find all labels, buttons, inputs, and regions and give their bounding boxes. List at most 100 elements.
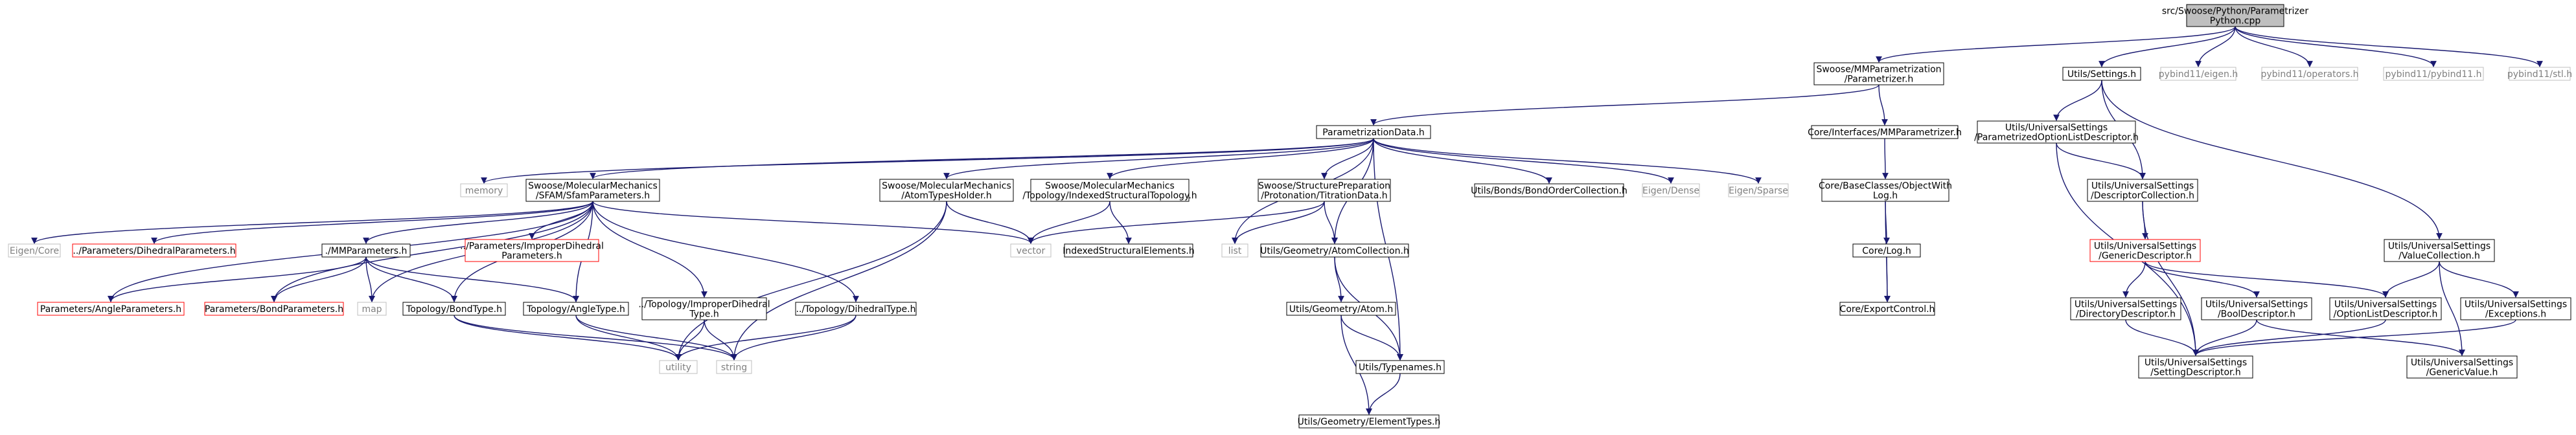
node-atomcoll[interactable]: Utils/Geometry/AtomCollection.h <box>1260 243 1409 258</box>
node-box <box>1642 183 1700 197</box>
node-box <box>2089 239 2201 262</box>
node-box <box>1821 179 1949 202</box>
node-box <box>2406 355 2518 379</box>
node-ifacemm[interactable]: Core/Interfaces/MMParametrizer.h <box>1808 125 1962 139</box>
node-label: Utils/Geometry/ElementTypes.h <box>1298 417 1441 427</box>
node-box <box>1977 120 2136 144</box>
node-label: Topology/BondType.h <box>406 304 502 315</box>
node-box <box>1010 243 1052 258</box>
edge-desccoll-to-settingdesc <box>2142 201 2199 356</box>
node-dirdesc[interactable]: Utils/UniversalSettings/DirectoryDescrip… <box>2070 297 2181 320</box>
node-box <box>37 302 185 316</box>
node-label: ../Topology/ImproperDihedral <box>638 300 770 310</box>
node-box <box>879 179 1014 202</box>
node-angletype[interactable]: Topology/AngleType.h <box>523 302 629 316</box>
node-label: Parameters.h <box>501 251 562 262</box>
edge-sfam-to-eigencore <box>31 201 593 244</box>
node-atomh[interactable]: Utils/Geometry/Atom.h <box>1286 302 1396 316</box>
node-box <box>460 183 508 197</box>
node-list: list <box>1221 243 1248 258</box>
node-pdata[interactable]: ParametrizationData.h <box>1316 125 1431 139</box>
node-box <box>2509 67 2571 81</box>
node-optlistdesc[interactable]: Utils/UniversalSettings/OptionListDescri… <box>2329 297 2442 320</box>
edge-bondtype-to-utility <box>454 315 682 361</box>
node-mmparams[interactable]: ./MMParameters.h <box>321 243 411 258</box>
node-settings[interactable]: Utils/Settings.h <box>2062 67 2141 81</box>
node-dihedraltype[interactable]: ../Topology/DihedralType.h <box>795 302 917 316</box>
edge-pdata-to-bondorder <box>1373 138 1552 184</box>
edge-titration-to-list <box>1232 201 1325 244</box>
node-atypes[interactable]: Swoose/MolecularMechanics/AtomTypesHolde… <box>879 179 1014 202</box>
edge-atomh-to-elemtypes <box>1340 315 1372 415</box>
edge-indexed-to-indexedelems <box>1109 201 1132 244</box>
node-label: Core/BaseClasses/ObjectWith <box>1819 181 1952 192</box>
node-typenames[interactable]: Utils/Typenames.h <box>1355 360 1445 374</box>
node-label: Eigen/Core <box>10 246 59 256</box>
node-indexedelems[interactable]: IndexedStructuralElements.h <box>1063 243 1195 258</box>
node-angleparams[interactable]: Parameters/AngleParameters.h <box>37 302 185 316</box>
edge-angletype-to-utility <box>575 315 682 361</box>
node-valcoll[interactable]: Utils/UniversalSettings/ValueCollection.… <box>2384 239 2495 262</box>
node-label: Utils/UniversalSettings <box>2411 358 2513 368</box>
node-label: Utils/UniversalSettings <box>2388 241 2490 252</box>
node-booldesc[interactable]: Utils/UniversalSettings/BoolDescriptor.h <box>2201 297 2312 320</box>
node-box <box>525 179 660 202</box>
edge-exceptions-to-settingdesc <box>2192 319 2516 356</box>
edge-mmparam-to-ifacemm <box>1878 84 1888 126</box>
edge-sfam-to-dihedraltype <box>592 201 859 302</box>
node-sfam[interactable]: Swoose/MolecularMechanics/SFAM/SfamParam… <box>525 179 660 202</box>
node-label: Parameters/AngleParameters.h <box>40 304 181 315</box>
edge-sfam-to-improperdtype <box>592 201 707 298</box>
node-dihedralparams[interactable]: ../Parameters/DihedralParameters.h <box>72 243 236 258</box>
node-exceptions[interactable]: Utils/UniversalSettings/Exceptions.h <box>2460 297 2571 320</box>
edge-root-to-pyops <box>2235 26 2313 67</box>
node-box <box>2384 239 2495 262</box>
node-memory: memory <box>460 183 508 197</box>
edge-mmparams-to-map <box>365 256 375 302</box>
node-label: ./MMParameters.h <box>325 246 408 256</box>
node-indexed[interactable]: Swoose/MolecularMechanics/Topology/Index… <box>1022 179 1197 202</box>
node-settingdesc[interactable]: Utils/UniversalSettings/SettingDescripto… <box>2138 355 2253 379</box>
node-label: Utils/UniversalSettings <box>2465 300 2567 310</box>
node-bondparams[interactable]: Parameters/BondParameters.h <box>204 302 344 316</box>
node-box <box>1221 243 1248 258</box>
node-pyeigen: pybind11/eigen.h <box>2159 67 2238 81</box>
node-box <box>204 302 344 316</box>
node-poldesc[interactable]: Utils/UniversalSettings/ParametrizedOpti… <box>1974 120 2139 144</box>
node-label: Python.cpp <box>2210 16 2261 27</box>
edge-atypes-to-string <box>731 201 947 361</box>
node-corelog[interactable]: Core/Log.h <box>1852 243 1921 258</box>
node-box <box>1286 302 1396 316</box>
node-box <box>2460 297 2571 320</box>
edge-sfam-to-dihedralparams <box>151 201 593 244</box>
node-bondorder[interactable]: Utils/Bonds/BondOrderCollection.h <box>1471 183 1627 197</box>
node-label: /DirectoryDescriptor.h <box>2076 309 2176 320</box>
edge-dihedraltype-to-string <box>731 315 857 361</box>
node-exportctl[interactable]: Core/ExportControl.h <box>1839 302 1935 316</box>
node-box <box>1258 179 1391 202</box>
node-gendesc[interactable]: Utils/UniversalSettings/GenericDescripto… <box>2089 239 2201 262</box>
edge-mmparams-to-bondtype <box>365 256 457 302</box>
edge-mmparams-to-angleparams <box>108 256 367 302</box>
node-bondtype[interactable]: Topology/BondType.h <box>402 302 506 316</box>
node-box <box>465 239 599 262</box>
node-desccoll[interactable]: Utils/UniversalSettings/DescriptorCollec… <box>2087 179 2198 202</box>
edge-atypes-to-vector <box>946 201 1034 244</box>
node-titration[interactable]: Swoose/StructurePreparation/Protonation/… <box>1258 179 1391 202</box>
edge-pdata-to-atypes <box>943 138 1374 179</box>
node-label: Utils/Settings.h <box>2067 69 2136 80</box>
node-label: Utils/UniversalSettings <box>2205 300 2308 310</box>
edge-settings-to-valcoll <box>2101 80 2443 240</box>
node-improperparams[interactable]: ../Parameters/ImproperDihedralParameters… <box>460 239 604 262</box>
edge-root-to-pyeigen <box>2195 26 2236 67</box>
edge-root-to-pybind <box>2235 26 2437 67</box>
node-box <box>357 302 387 316</box>
node-elemtypes[interactable]: Utils/Geometry/ElementTypes.h <box>1298 414 1441 429</box>
node-label: ParametrizationData.h <box>1322 128 1425 138</box>
node-label: string <box>721 362 747 373</box>
node-mmparam[interactable]: Swoose/MMParametrization/Parametrizer.h <box>1813 62 1944 85</box>
node-genvalue[interactable]: Utils/UniversalSettings/GenericValue.h <box>2406 355 2518 379</box>
